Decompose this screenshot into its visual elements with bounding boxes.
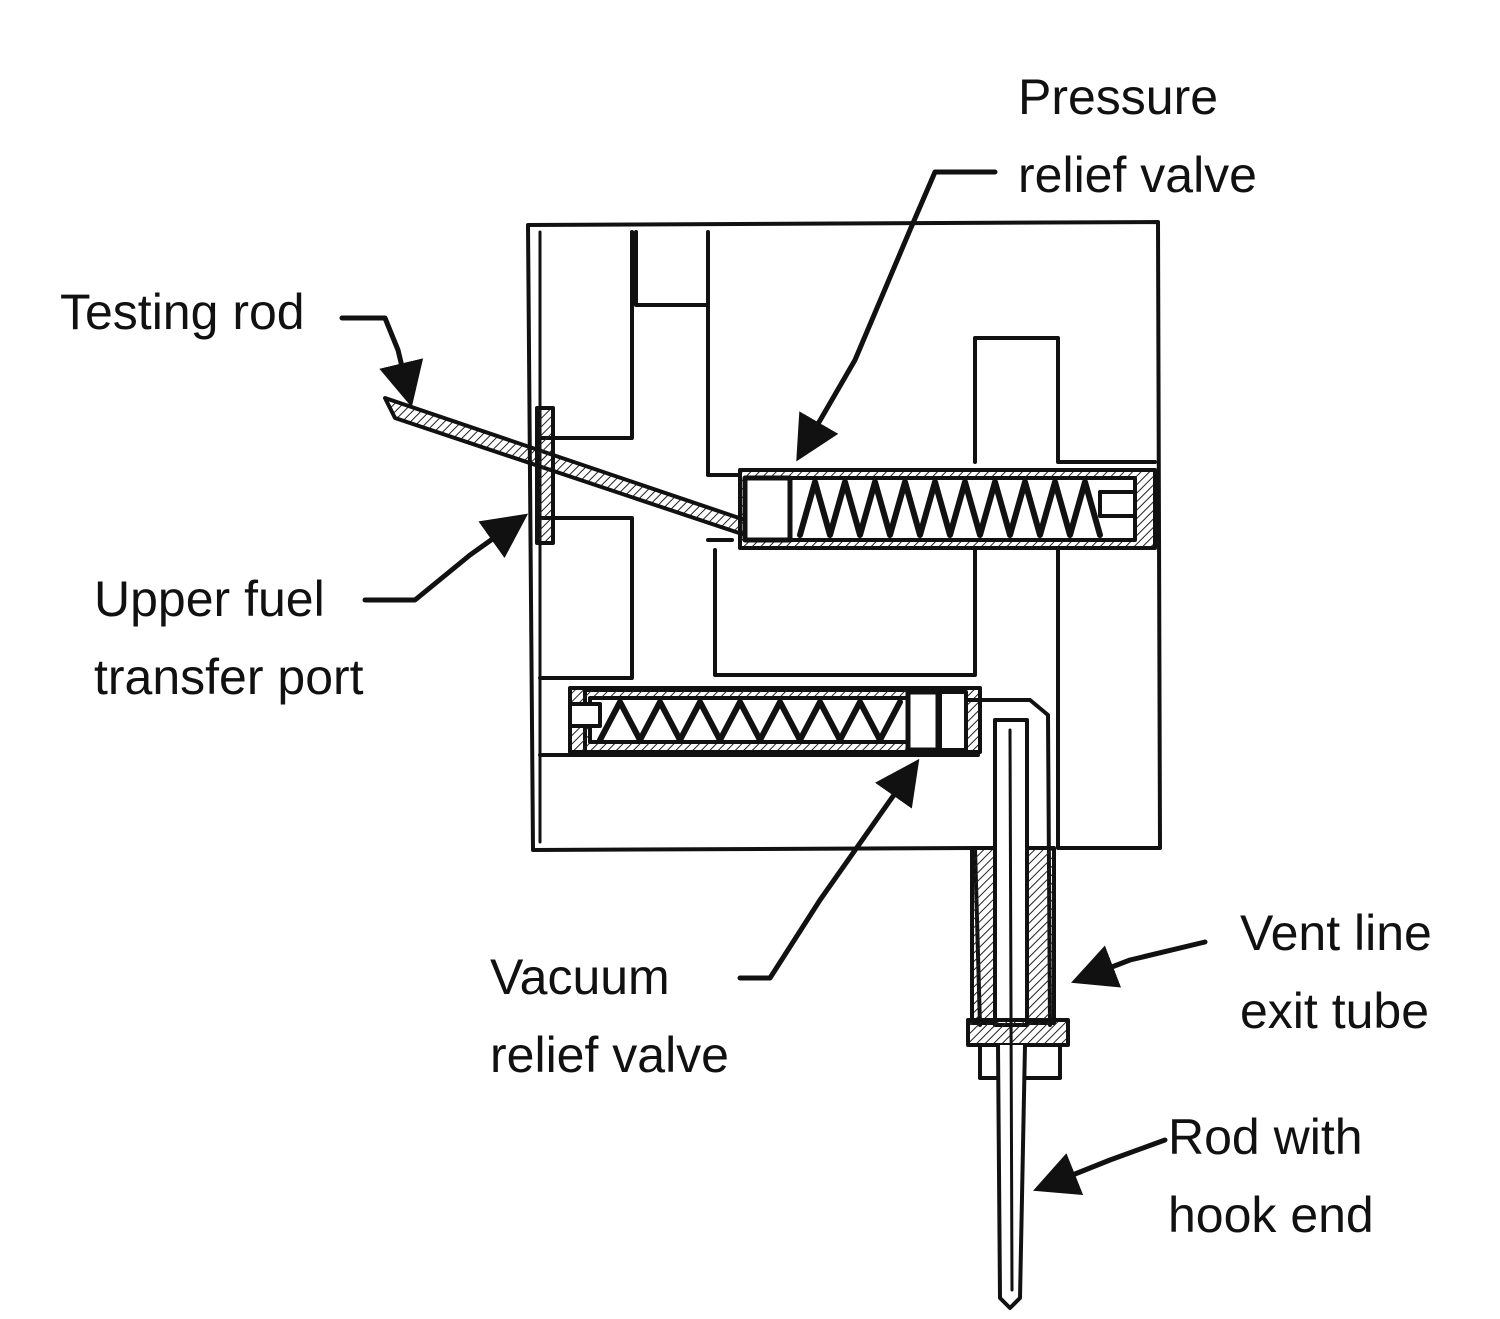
label-testing-rod: Testing rod	[60, 284, 305, 340]
label-vent-line-exit-tube: Vent line exit tube	[1240, 905, 1432, 1039]
pressure-relief-valve-assembly	[738, 468, 1157, 550]
vacuum-relief-valve-assembly	[568, 686, 982, 754]
label-rod-with-hook-end: Rod with hook end	[1168, 1109, 1374, 1243]
label-pressure-relief-valve: Pressure relief valve	[1018, 69, 1257, 203]
testing-rod-leader	[339, 315, 424, 408]
upper-fuel-port-leader	[362, 513, 529, 603]
vacuum-relief-leader	[737, 758, 920, 981]
vent-line-exit-tube	[966, 698, 1070, 1080]
pressure-relief-spring	[797, 479, 1103, 538]
vent-line-leader	[1070, 939, 1208, 988]
testing-rod	[383, 396, 747, 545]
label-vacuum-relief-valve: Vacuum relief valve	[490, 949, 729, 1083]
label-upper-fuel-transfer-port: Upper fuel transfer port	[94, 571, 364, 705]
rod-with-hook-end	[996, 728, 1027, 1310]
pressure-relief-leader	[796, 169, 998, 462]
vacuum-relief-spring	[597, 699, 903, 743]
rod-hook-leader	[1033, 1137, 1168, 1195]
